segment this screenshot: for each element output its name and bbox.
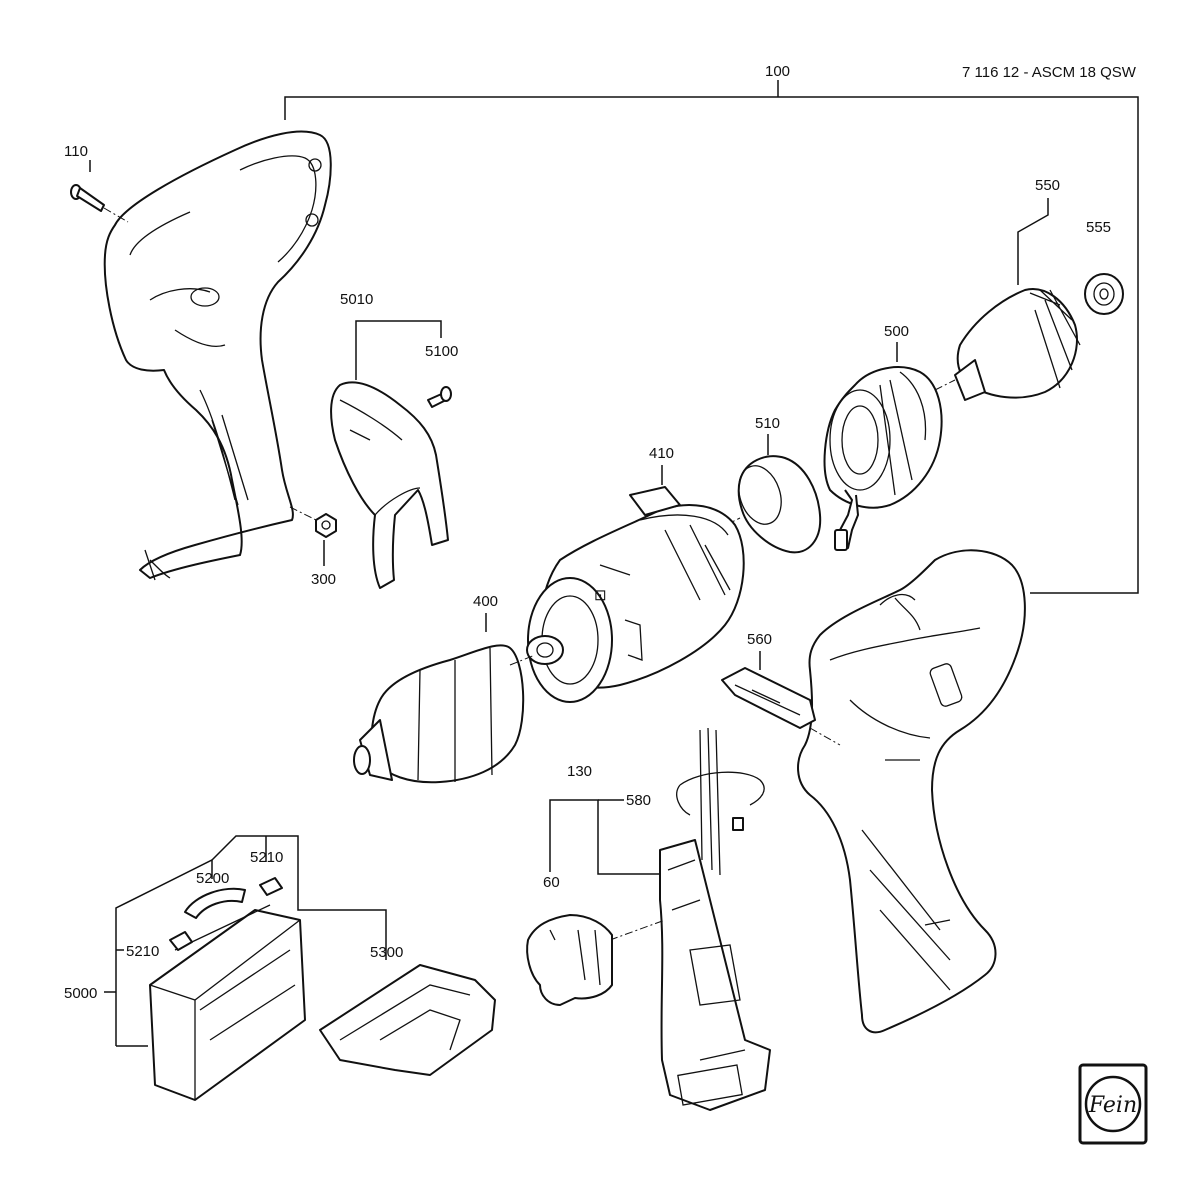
logo-text: Fein xyxy=(1088,1093,1137,1118)
callout-5300: 5300 xyxy=(370,944,403,961)
callout-100: 100 xyxy=(765,63,790,80)
callout-5210-top: 5210 xyxy=(250,849,283,866)
button-560: 560 xyxy=(721,631,841,746)
model-code: 7 116 12 - ASCM 18 QSW xyxy=(962,64,1137,81)
callout-410: 300 xyxy=(311,571,336,588)
gearbox-300: 410 ⊡ xyxy=(526,445,745,703)
left-housing-half xyxy=(103,130,332,581)
fein-logo: Fein xyxy=(1078,1063,1148,1145)
armature-550: 550 555 xyxy=(934,177,1124,401)
callout-400: 400 xyxy=(473,593,498,610)
callout-5010: 5010 xyxy=(340,291,373,308)
callout-5000: 5000 xyxy=(64,985,97,1002)
gearbox-mark: ⊡ xyxy=(594,587,607,604)
callout-580: 580 xyxy=(626,792,651,809)
nut-410: 300 xyxy=(289,506,337,588)
callout-5210-left: 5210 xyxy=(126,943,159,960)
chuck-400: 400 xyxy=(353,593,536,784)
callout-550: 550 xyxy=(1035,177,1060,194)
callout-510: 510 xyxy=(755,415,780,432)
callout-110: 110 xyxy=(64,143,88,160)
screw-110: 110 xyxy=(64,143,129,223)
callout-130: 130 xyxy=(567,763,592,780)
right-housing-half xyxy=(797,549,1026,1034)
stator-500: 500 xyxy=(823,323,943,551)
callout-300: 410 xyxy=(649,445,674,462)
callout-5200: 5200 xyxy=(196,870,229,887)
leader-100 xyxy=(284,80,1139,594)
callout-560: 560 xyxy=(747,631,772,648)
case-5000-group: 5000 5210 5200 5210 5300 xyxy=(64,835,496,1101)
callout-555: 555 xyxy=(1086,219,1111,236)
callout-500: 500 xyxy=(884,323,909,340)
electronics-130: 130 580 60 xyxy=(526,727,771,1111)
callout-5100: 5100 xyxy=(425,343,458,360)
switch-5010-group: 5010 5100 xyxy=(330,291,458,589)
callout-60: 60 xyxy=(543,874,560,891)
